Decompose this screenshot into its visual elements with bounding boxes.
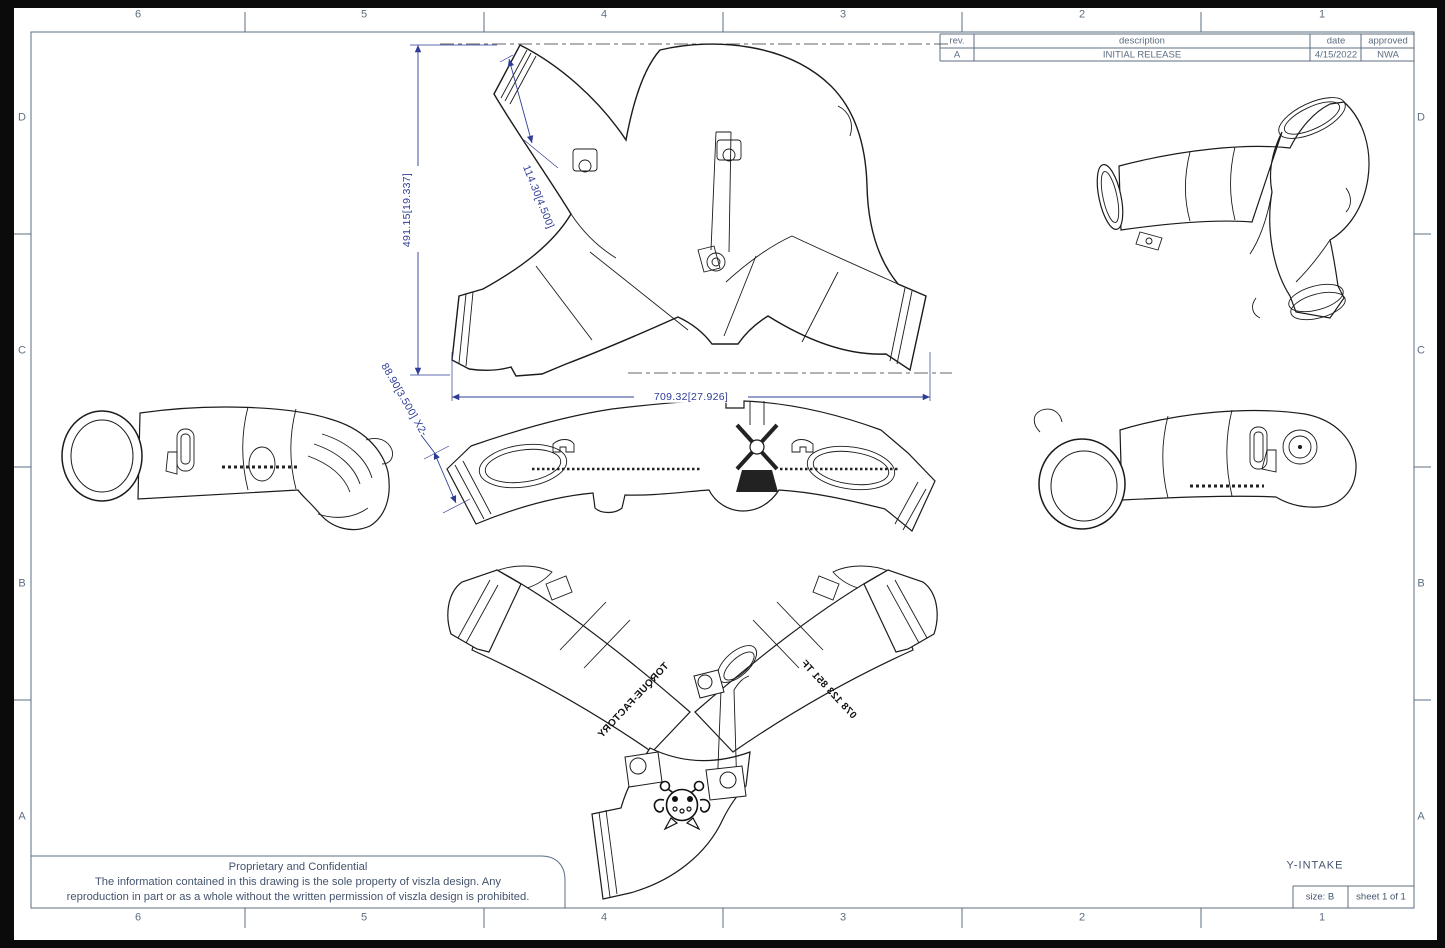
zone-right-d: D [1417, 111, 1425, 124]
zone-right-c: C [1417, 344, 1425, 357]
zone-bottom-2: 2 [1078, 911, 1086, 924]
proprietary-note-line2: reproduction in part or as a whole witho… [66, 891, 530, 903]
zone-left-d: D [18, 111, 26, 124]
mascot-logo-icon [653, 780, 711, 831]
overall-width-dimension: 709.32[27.926] [649, 392, 733, 403]
border-frame [14, 12, 1431, 928]
front-view-drawing [440, 43, 952, 377]
date-col-header: date [1326, 35, 1346, 47]
zone-top-5: 5 [360, 8, 368, 21]
zone-top-6: 6 [134, 8, 142, 21]
bottom-view-drawing [447, 565, 938, 900]
revision-approver: NWA [1377, 49, 1399, 61]
zone-left-a: A [18, 810, 26, 823]
proprietary-note-title: Proprietary and Confidential [228, 861, 368, 873]
left-side-view-drawing [61, 406, 393, 531]
zone-top-3: 3 [839, 8, 847, 21]
isometric-view-drawing [1096, 97, 1370, 321]
zone-bottom-4: 4 [600, 911, 608, 924]
rev-value: A [953, 49, 961, 61]
proprietary-note-line1: The information contained in this drawin… [94, 876, 502, 888]
zone-top-2: 2 [1078, 8, 1086, 21]
dimension-lines [410, 44, 931, 514]
zone-bottom-6: 6 [134, 911, 142, 924]
zone-top-1: 1 [1318, 8, 1326, 21]
zone-left-c: C [18, 344, 26, 357]
description-col-header: description [1119, 35, 1165, 47]
center-front-view-drawing [446, 400, 936, 532]
approved-col-header: approved [1368, 35, 1408, 47]
zone-bottom-3: 3 [839, 911, 847, 924]
right-side-view-drawing [1033, 408, 1357, 530]
revision-table-grid [939, 33, 1414, 62]
zone-bottom-5: 5 [360, 911, 368, 924]
sheet-size-cell: size: B [1305, 891, 1335, 903]
sheet-count-cell: sheet 1 of 1 [1356, 891, 1406, 903]
zone-right-b: B [1417, 577, 1425, 590]
overall-height-dimension: 491.15[19.337] [400, 172, 413, 248]
zone-right-a: A [1417, 810, 1425, 823]
zone-bottom-1: 1 [1318, 911, 1326, 924]
zone-top-4: 4 [600, 8, 608, 21]
zone-left-b: B [18, 577, 26, 590]
part-name-title: Y-INTAKE [1286, 859, 1344, 872]
revision-date: 4/15/2022 [1314, 49, 1358, 61]
note-and-title-boxes [31, 855, 1414, 908]
revision-description: INITIAL RELEASE [1102, 49, 1182, 61]
rev-col-header: rev. [949, 35, 965, 47]
proprietary-note: Proprietary and Confidential The informa… [31, 860, 565, 905]
